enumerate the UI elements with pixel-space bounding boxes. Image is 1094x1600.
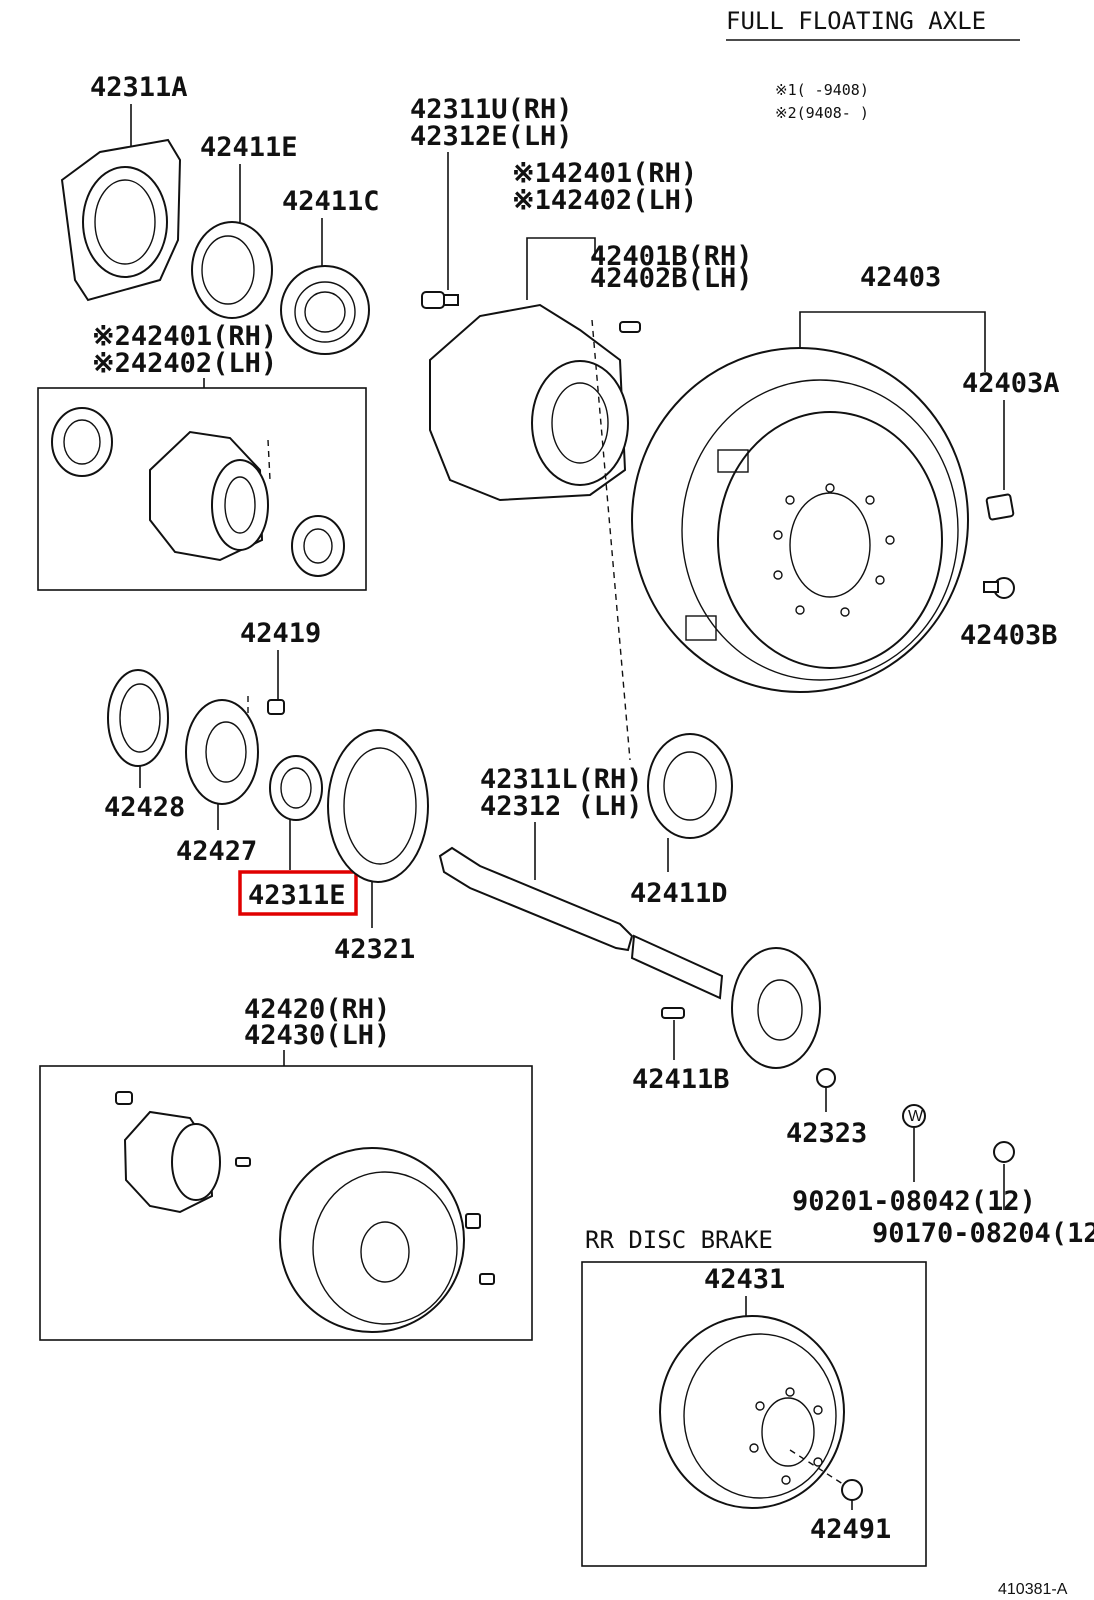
label-42419[interactable]: 42419 bbox=[240, 618, 321, 649]
part-42419-bolt[interactable] bbox=[247, 696, 285, 730]
part-90170-nut[interactable] bbox=[993, 1141, 1015, 1163]
label-42311U[interactable]: 42311U(RH) bbox=[410, 94, 573, 125]
part-42403A-plug[interactable] bbox=[985, 493, 1015, 521]
part-42411C-bearing[interactable] bbox=[280, 265, 370, 355]
label-42428[interactable]: 42428 bbox=[104, 792, 185, 823]
label-42401B[interactable]: 42401B(RH) bbox=[590, 241, 753, 272]
label-42311L[interactable]: 42311L(RH) bbox=[480, 764, 643, 795]
label-42411E[interactable]: 42411E bbox=[200, 132, 298, 163]
label-42402B[interactable]: 42402B(LH) bbox=[590, 263, 753, 294]
part-42321-gasket[interactable] bbox=[327, 729, 429, 883]
leader-42403 bbox=[799, 311, 986, 372]
label-42420[interactable]: 42420(RH) bbox=[244, 994, 390, 1025]
label-42311E[interactable]: 42311E bbox=[248, 880, 346, 911]
label-42323[interactable]: 42323 bbox=[786, 1118, 867, 1149]
label-42491[interactable]: 42491 bbox=[810, 1514, 891, 1545]
label-42411C[interactable]: 42411C bbox=[282, 186, 380, 217]
part-42411E-seal[interactable] bbox=[191, 221, 273, 319]
label-90170[interactable]: 90170-08204(12) bbox=[872, 1218, 1094, 1249]
part-90201-washer[interactable]: W bbox=[902, 1104, 926, 1128]
part-42411D-seal[interactable] bbox=[647, 733, 733, 839]
svg-text:W: W bbox=[908, 1108, 924, 1125]
box-42420-assembly bbox=[39, 1065, 533, 1341]
label-90201[interactable]: 90201-08042(12) bbox=[792, 1186, 1036, 1217]
label-k1-42401[interactable]: ※142401(RH) bbox=[512, 158, 697, 189]
label-42321[interactable]: 42321 bbox=[334, 934, 415, 965]
diagram-title: FULL FLOATING AXLE bbox=[726, 7, 986, 35]
part-42311A-flange[interactable] bbox=[60, 138, 182, 302]
label-k2-42401[interactable]: ※242401(RH) bbox=[92, 321, 277, 352]
highlight-42311E bbox=[238, 870, 358, 916]
label-42312[interactable]: 42312 (LH) bbox=[480, 791, 643, 822]
label-42312E[interactable]: 42312E(LH) bbox=[410, 121, 573, 152]
label-42427[interactable]: 42427 bbox=[176, 836, 257, 867]
part-42420-assembly[interactable] bbox=[115, 1091, 495, 1333]
box-k2-hub bbox=[37, 387, 367, 591]
part-42401B-stud[interactable] bbox=[619, 321, 641, 333]
note-1: ※1( -9408) bbox=[775, 81, 869, 99]
part-42311E-seal[interactable] bbox=[269, 755, 323, 821]
label-42411D[interactable]: 42411D bbox=[630, 878, 728, 909]
part-k1-hub[interactable] bbox=[429, 303, 629, 502]
part-42411B-stud[interactable] bbox=[661, 1007, 685, 1019]
label-42311A[interactable]: 42311A bbox=[90, 72, 188, 103]
part-42323-nut[interactable] bbox=[816, 1068, 836, 1088]
label-k2-42402[interactable]: ※242402(LH) bbox=[92, 348, 277, 379]
part-42403-drum[interactable] bbox=[631, 347, 969, 693]
leader-k1 bbox=[526, 237, 596, 300]
label-42430[interactable]: 42430(LH) bbox=[244, 1020, 390, 1051]
part-42427-plate[interactable] bbox=[185, 699, 259, 805]
dash-stud-to-seal bbox=[591, 319, 631, 761]
label-42431[interactable]: 42431 bbox=[704, 1264, 785, 1295]
part-42311U-bolt[interactable] bbox=[421, 291, 459, 309]
label-k1-42402[interactable]: ※142402(LH) bbox=[512, 185, 697, 216]
label-42403[interactable]: 42403 bbox=[860, 262, 941, 293]
part-42491-nut[interactable] bbox=[841, 1479, 863, 1501]
part-42311L-shaft[interactable] bbox=[438, 846, 821, 1069]
label-42403A[interactable]: 42403A bbox=[962, 368, 1060, 399]
box-rr-disc-brake bbox=[581, 1261, 927, 1567]
part-42403B-screw[interactable] bbox=[983, 577, 1015, 599]
dash-disc-nut bbox=[789, 1449, 847, 1487]
figure-number: 410381-A bbox=[998, 1581, 1068, 1598]
label-42403B[interactable]: 42403B bbox=[960, 620, 1058, 651]
part-42428-cover[interactable] bbox=[107, 669, 169, 767]
label-rr-disc-brake: RR DISC BRAKE bbox=[585, 1226, 773, 1254]
label-42411B[interactable]: 42411B bbox=[632, 1064, 730, 1095]
part-k2-hub[interactable] bbox=[51, 407, 345, 577]
part-42431-disc[interactable] bbox=[659, 1315, 845, 1509]
note-2: ※2(9408- ) bbox=[775, 104, 869, 122]
